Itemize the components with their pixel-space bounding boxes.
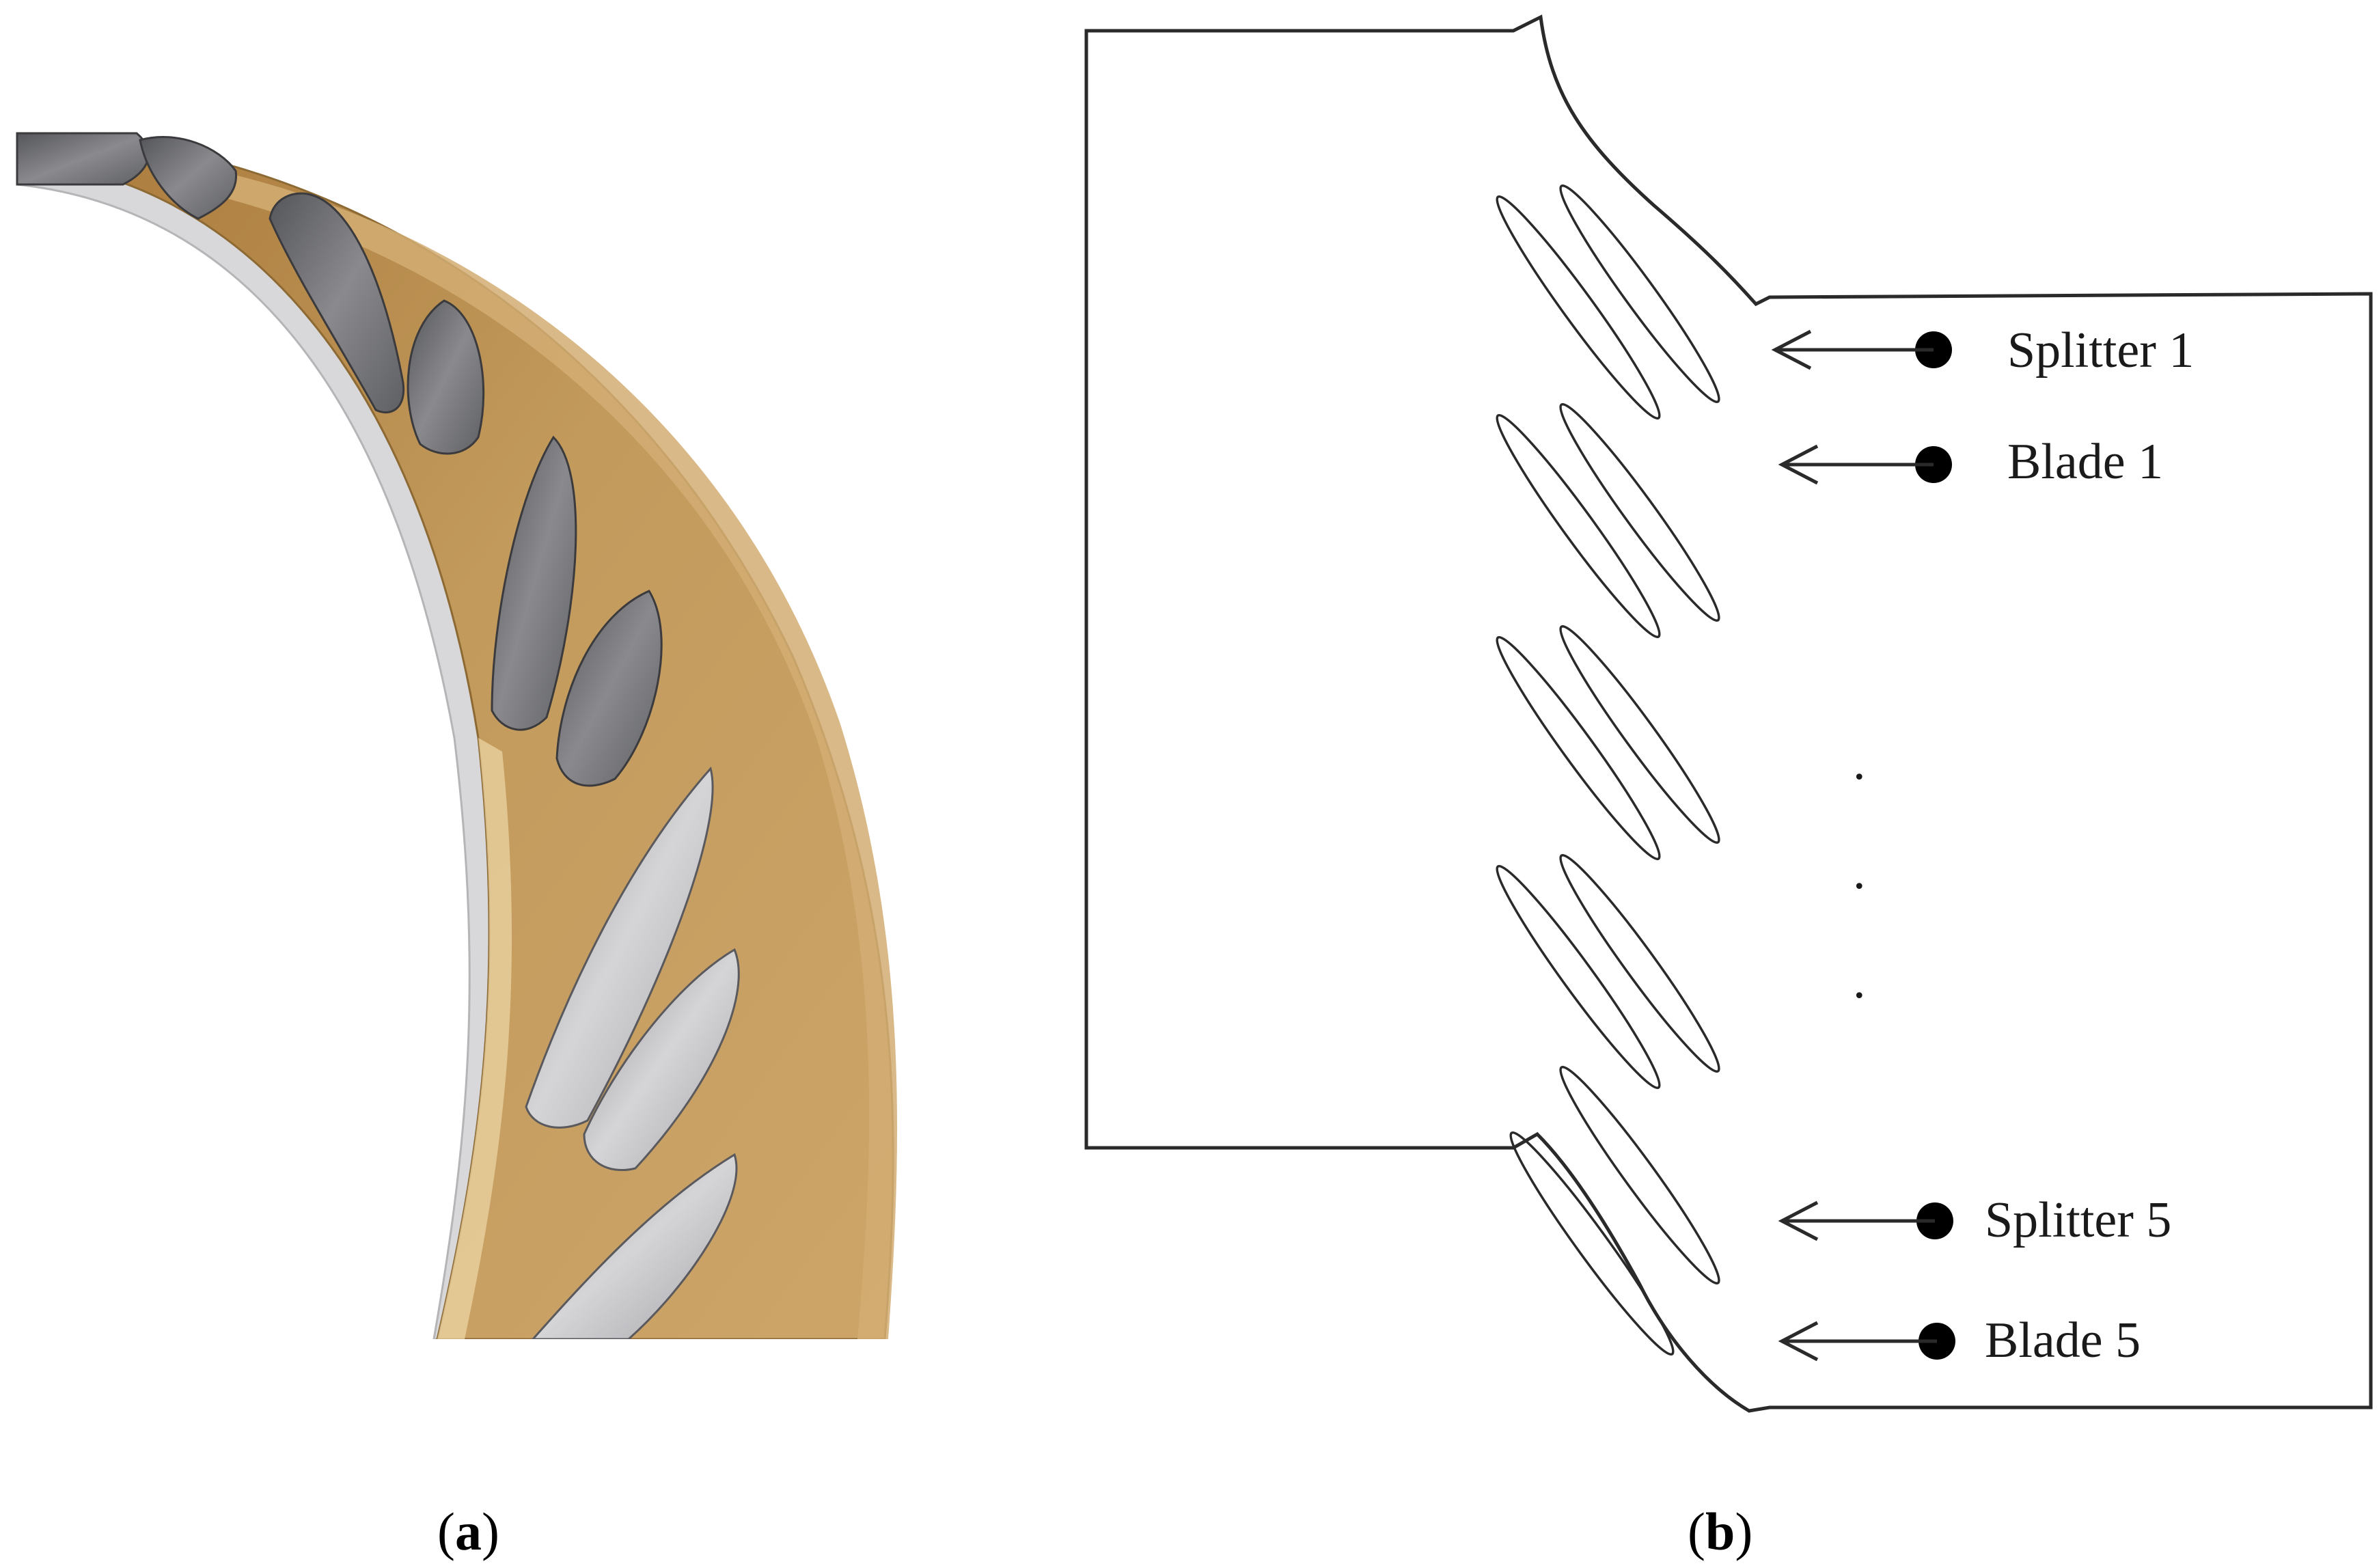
callout-4: Blade 5 — [1778, 1312, 2141, 1368]
ellipsis-dot: . — [1853, 734, 1866, 790]
splitter-airfoil — [1559, 1065, 1720, 1285]
callout-label: Splitter 1 — [2007, 322, 2194, 379]
ring-inner-highlight — [437, 738, 512, 1339]
blade-airfoil — [1496, 864, 1661, 1090]
caption-a: (a) — [437, 1502, 499, 1561]
splitter-airfoil — [1559, 853, 1720, 1073]
blade-row — [16, 132, 663, 787]
blade — [531, 1153, 738, 1339]
callout-1: Splitter 1 — [1771, 322, 2194, 379]
blade-airfoil — [1509, 1131, 1675, 1356]
blade-row-lower — [525, 766, 740, 1339]
callout-label: Splitter 5 — [1985, 1192, 2171, 1248]
blade — [407, 299, 485, 455]
blade — [269, 192, 405, 414]
arrow-head — [1778, 444, 1819, 485]
blade — [583, 948, 740, 1172]
blade-airfoil — [1496, 413, 1661, 639]
panel-b-schematic: Splitter 1 Blade 1 Splitter 5 Blade 5 . … — [1084, 14, 2373, 1413]
callout-3: Splitter 5 — [1778, 1192, 2171, 1248]
splitter-airfoil — [1559, 402, 1720, 622]
splitter-airfoil — [1559, 184, 1720, 404]
blade — [525, 766, 714, 1129]
blade — [491, 435, 577, 731]
callout-label: Blade 1 — [2007, 434, 2163, 490]
caption-b: (b) — [1688, 1502, 1752, 1561]
arrow-head — [1771, 329, 1812, 370]
callout-2: Blade 1 — [1778, 434, 2163, 490]
blade-airfoil — [1496, 635, 1661, 861]
domain-outline — [1084, 14, 2373, 1413]
blade — [555, 590, 663, 787]
blade — [139, 136, 238, 220]
splitter-airfoil — [1559, 624, 1720, 844]
airfoil-cascade — [1496, 184, 1720, 1356]
arrow-head — [1778, 1321, 1819, 1362]
ellipsis-dot: . — [1853, 844, 1866, 900]
blade — [16, 132, 150, 186]
arrow-head — [1778, 1200, 1819, 1241]
panel-a-rendering — [16, 132, 898, 1339]
callout-label: Blade 5 — [1985, 1312, 2141, 1368]
ellipsis-dot: . — [1853, 953, 1866, 1009]
blade-airfoil — [1496, 195, 1661, 420]
